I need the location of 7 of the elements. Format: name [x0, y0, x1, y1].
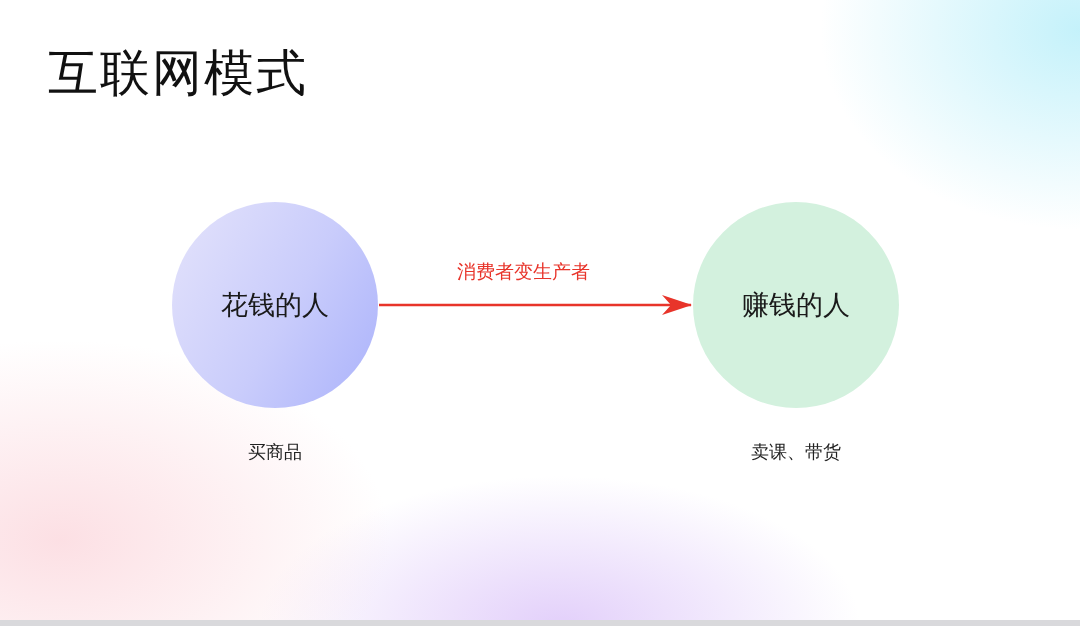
- arrow: [379, 295, 692, 315]
- edge-label: 消费者变生产者: [456, 259, 591, 284]
- title: 互联网模式: [48, 43, 308, 104]
- node-caption: 卖课、带货: [751, 440, 841, 464]
- node-label: 赚钱的人: [742, 288, 850, 322]
- node-label: 花钱的人: [221, 288, 329, 322]
- node-caption: 买商品: [248, 440, 302, 464]
